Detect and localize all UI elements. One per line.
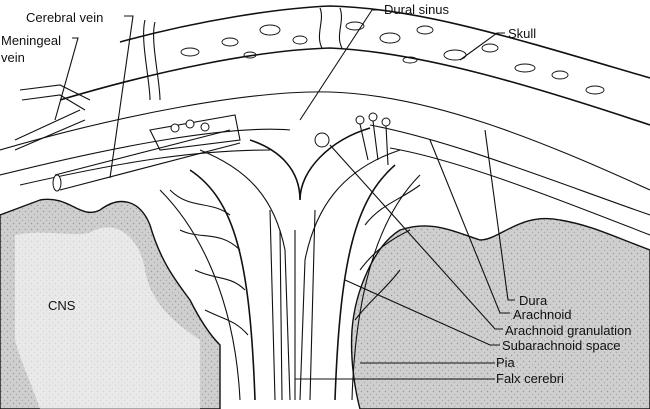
label-skull: Skull [508,26,536,41]
label-arachnoid-granulation: Arachnoid granulation [505,323,631,338]
label-subarachnoid-space: Subarachnoid space [502,338,621,353]
leader-lines [54,9,515,380]
label-pia: Pia [496,355,516,370]
label-meningeal-vein-1: Meningeal [1,33,61,48]
label-falx-cerebri: Falx cerebri [496,371,564,386]
dura-layer [0,91,650,401]
label-cerebral-vein: Cerebral vein [26,10,103,25]
label-arachnoid: Arachnoid [513,307,572,322]
left-hemisphere [0,169,256,409]
label-dura: Dura [519,293,548,308]
right-hemisphere [334,164,650,409]
veins [14,19,391,192]
label-cns: CNS [48,298,76,313]
skull [59,5,650,126]
label-meningeal-vein-2: vein [1,50,25,65]
label-dural-sinus: Dural sinus [384,2,450,17]
